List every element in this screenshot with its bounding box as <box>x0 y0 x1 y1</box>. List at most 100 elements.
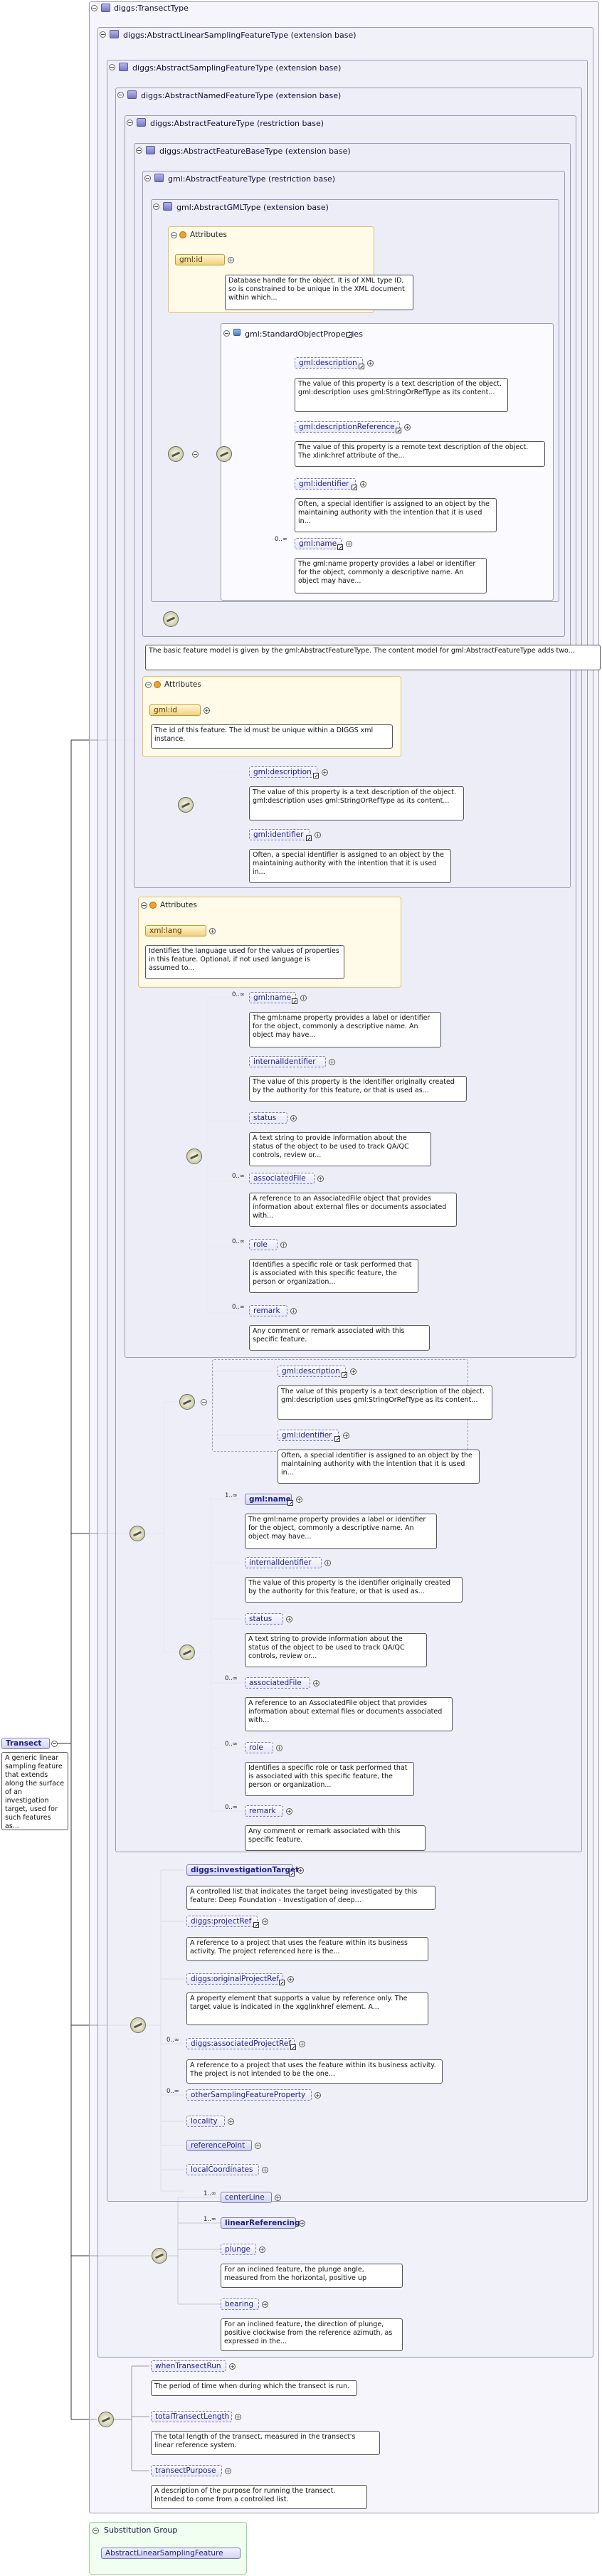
project-ref-element[interactable]: diggs:projectRef <box>186 1916 258 1927</box>
collapse-icon[interactable] <box>171 232 177 238</box>
original-project-ref-element[interactable]: diggs:originalProjectRef <box>186 1973 283 1985</box>
reference-link-icon[interactable] <box>359 364 364 369</box>
reference-link-icon[interactable] <box>292 998 297 1004</box>
reference-link-icon[interactable] <box>313 773 319 778</box>
reference-link-icon[interactable] <box>337 544 343 550</box>
reference-link-icon[interactable] <box>290 2044 296 2050</box>
reference-link-icon[interactable] <box>279 1980 285 1985</box>
collapse-icon[interactable] <box>91 5 97 11</box>
associated-project-ref-element[interactable]: diggs:associatedProjectRef <box>186 2038 295 2049</box>
expand-icon[interactable]: + <box>296 1496 302 1503</box>
total-transect-length-element[interactable]: totalTransectLength <box>151 2411 232 2422</box>
expand-icon[interactable]: + <box>343 1432 349 1439</box>
expand-icon[interactable]: + <box>300 995 307 1001</box>
center-line-element[interactable]: centerLine <box>221 2192 272 2203</box>
collapse-icon[interactable] <box>127 120 133 126</box>
collapse-icon[interactable] <box>192 451 199 458</box>
expand-icon[interactable]: + <box>255 2143 261 2149</box>
expand-icon[interactable]: + <box>367 360 374 366</box>
transect-purpose-element[interactable]: transectPurpose <box>151 2465 222 2476</box>
expand-icon[interactable]: + <box>290 1308 297 1314</box>
expand-icon[interactable]: + <box>229 2363 236 2370</box>
collapse-icon[interactable] <box>100 31 106 38</box>
expand-icon[interactable]: + <box>329 1059 335 1065</box>
reference-link-icon[interactable] <box>287 1500 293 1506</box>
role-element[interactable]: role <box>249 1239 278 1250</box>
expand-icon[interactable]: + <box>262 1918 268 1925</box>
reference-link-icon[interactable] <box>334 1436 340 1442</box>
investigation-target-element[interactable]: diggs:investigationTarget <box>186 1864 299 1876</box>
gml-id-attribute[interactable]: gml:id <box>149 704 201 716</box>
expand-icon[interactable]: + <box>262 2301 268 2308</box>
associated-file-element[interactable]: associatedFile <box>245 1677 310 1689</box>
expand-icon[interactable]: + <box>360 481 366 487</box>
expand-icon[interactable]: + <box>313 1680 320 1686</box>
expand-icon[interactable]: + <box>299 2220 305 2227</box>
collapse-icon[interactable] <box>223 330 230 337</box>
gml-description-element[interactable]: gml:description <box>249 766 317 778</box>
substitution-member-element[interactable]: AbstractLinearSamplingFeature <box>101 2548 241 2559</box>
expand-icon[interactable]: + <box>299 2041 305 2047</box>
expand-icon[interactable]: + <box>322 769 328 776</box>
reference-link-icon[interactable] <box>306 835 312 841</box>
reference-link-icon[interactable] <box>253 1922 259 1928</box>
expand-icon[interactable]: + <box>290 1115 297 1121</box>
locality-element[interactable]: locality <box>186 2116 225 2127</box>
collapse-icon[interactable] <box>93 2528 99 2534</box>
collapse-icon[interactable] <box>144 175 151 181</box>
expand-icon[interactable]: + <box>350 1368 357 1375</box>
expand-icon[interactable]: + <box>280 1242 287 1248</box>
status-element[interactable]: status <box>249 1112 287 1124</box>
gml-name-element[interactable]: gml:name <box>245 1494 292 1505</box>
expand-icon[interactable]: + <box>235 2414 241 2420</box>
reference-point-element[interactable]: referencePoint <box>186 2140 252 2151</box>
collapse-icon[interactable] <box>141 902 147 909</box>
collapse-icon[interactable] <box>136 147 142 154</box>
expand-icon[interactable]: + <box>275 2195 281 2201</box>
gml-description-reference-element[interactable]: gml:descriptionReference <box>295 421 400 433</box>
linear-referencing-element[interactable]: linearReferencing <box>221 2217 300 2229</box>
expand-icon[interactable]: + <box>287 1976 294 1983</box>
role-element[interactable]: role <box>245 1742 273 1753</box>
reference-link-icon[interactable] <box>352 485 357 490</box>
associated-file-element[interactable]: associatedFile <box>249 1173 315 1184</box>
remark-element[interactable]: remark <box>245 1805 283 1817</box>
expand-icon[interactable]: + <box>225 2468 231 2474</box>
expand-icon[interactable]: + <box>404 424 411 431</box>
plunge-element[interactable]: plunge <box>221 2244 256 2255</box>
reference-link-icon[interactable] <box>342 1372 347 1378</box>
expand-icon[interactable]: + <box>228 2118 234 2125</box>
collapse-icon[interactable] <box>201 1399 207 1405</box>
expand-icon[interactable]: + <box>315 832 321 838</box>
reference-link-icon[interactable] <box>396 428 401 433</box>
status-element[interactable]: status <box>245 1613 283 1625</box>
expand-icon[interactable]: + <box>228 257 234 263</box>
gml-name-element[interactable]: gml:name <box>295 538 342 549</box>
expand-icon[interactable]: + <box>315 2092 321 2099</box>
expand-icon[interactable]: + <box>317 1176 324 1182</box>
internal-identifier-element[interactable]: internalIdentifier <box>249 1056 326 1067</box>
remark-element[interactable]: remark <box>249 1305 287 1316</box>
expand-icon[interactable]: + <box>297 1867 304 1874</box>
xml-lang-attribute[interactable]: xml:lang <box>145 925 206 936</box>
reference-link-icon[interactable] <box>289 1871 295 1876</box>
expand-icon[interactable]: + <box>204 707 210 714</box>
collapse-icon[interactable] <box>117 92 124 98</box>
gml-identifier-element[interactable]: gml:identifier <box>278 1430 339 1441</box>
collapse-icon[interactable] <box>153 204 159 210</box>
expand-icon[interactable]: + <box>324 1560 331 1566</box>
gml-identifier-element[interactable]: gml:identifier <box>295 478 356 490</box>
gml-id-attribute[interactable]: gml:id <box>175 254 225 265</box>
other-sampling-feature-property-element[interactable]: otherSamplingFeatureProperty <box>186 2089 312 2101</box>
gml-description-element[interactable]: gml:description <box>295 357 363 369</box>
when-transect-run-element[interactable]: whenTransectRun <box>151 2360 226 2372</box>
expand-icon[interactable]: + <box>276 1745 282 1751</box>
gml-identifier-element[interactable]: gml:identifier <box>249 829 310 840</box>
transect-root-element[interactable]: Transect <box>1 1738 50 1749</box>
expand-icon[interactable]: + <box>286 1808 292 1815</box>
local-coordinates-element[interactable]: localCoordinates <box>186 2164 259 2175</box>
collapse-icon[interactable] <box>109 64 115 70</box>
external-link-icon[interactable] <box>347 332 352 338</box>
gml-description-element[interactable]: gml:description <box>278 1366 346 1377</box>
collapse-icon[interactable] <box>145 682 152 688</box>
